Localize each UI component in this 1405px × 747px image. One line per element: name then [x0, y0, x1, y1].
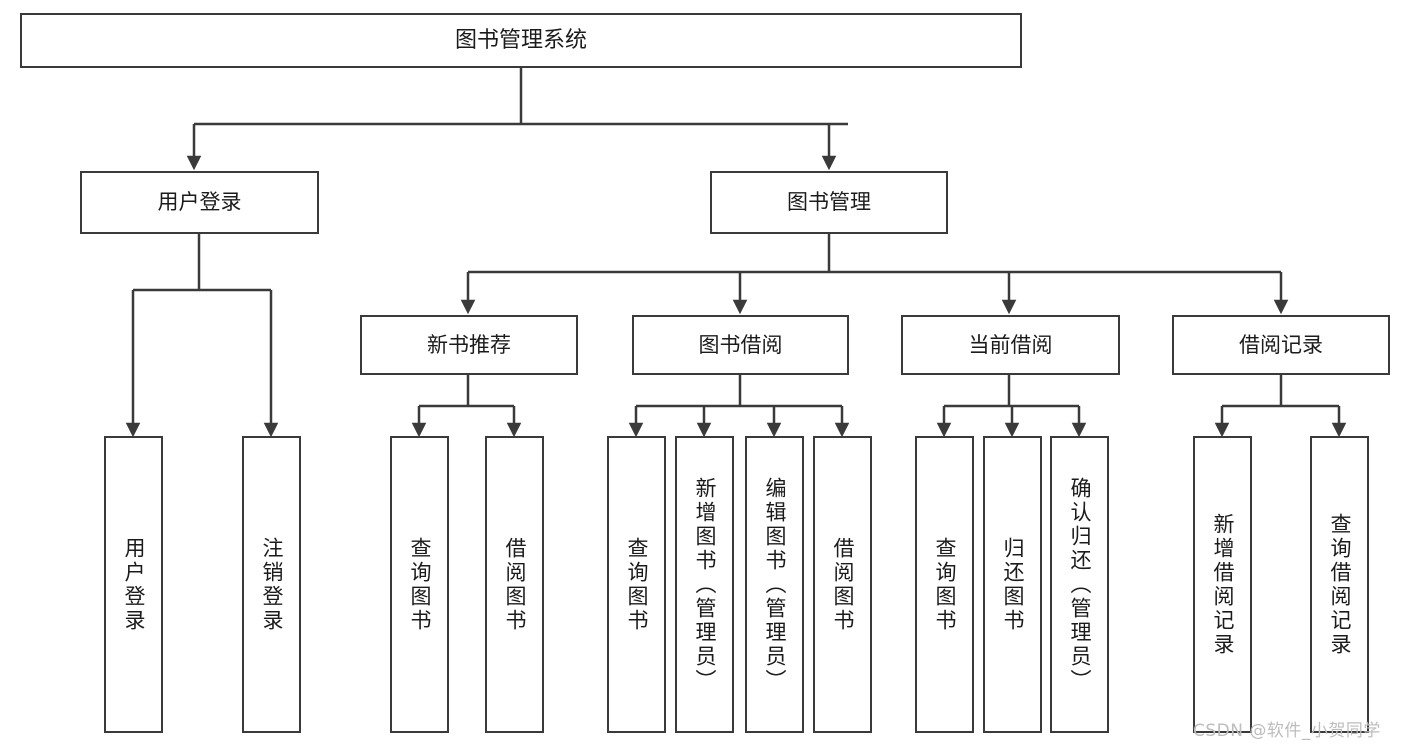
leaf-return-book[interactable]: 归还图书	[983, 436, 1042, 733]
leaf-borrow-book-recommend[interactable]: 借阅图书	[485, 436, 544, 733]
node-new-book-recommend[interactable]: 新书推荐	[360, 315, 578, 375]
node-label: 借阅图书	[503, 536, 527, 633]
leaf-query-book-recommend[interactable]: 查询图书	[390, 436, 449, 733]
watermark: CSDN @软件_小贺同学	[1193, 721, 1381, 741]
node-label: 查询借阅记录	[1328, 512, 1352, 657]
node-book-management[interactable]: 图书管理	[710, 171, 948, 234]
node-label: 确认归还（管理员）	[1068, 476, 1092, 693]
leaf-user-login[interactable]: 用户登录	[104, 436, 163, 733]
leaf-borrow-book[interactable]: 借阅图书	[813, 436, 872, 733]
node-label: 查询图书	[625, 536, 649, 633]
node-label: 图书借阅	[698, 332, 783, 357]
node-user-login[interactable]: 用户登录	[80, 171, 319, 234]
node-label: 编辑图书（管理员）	[763, 476, 787, 693]
node-label: 借阅图书	[831, 536, 855, 633]
leaf-query-book[interactable]: 查询图书	[607, 436, 666, 733]
node-label: 新增图书（管理员）	[693, 476, 717, 693]
leaf-user-logout[interactable]: 注销登录	[242, 436, 301, 733]
node-label: 当前借阅	[968, 332, 1053, 357]
node-label: 新书推荐	[427, 332, 511, 357]
node-label: 新增借阅记录	[1211, 512, 1235, 657]
node-label: 借阅记录	[1239, 332, 1323, 357]
leaf-edit-book-admin[interactable]: 编辑图书（管理员）	[745, 436, 804, 733]
node-label: 注销登录	[260, 536, 284, 633]
node-book-borrow[interactable]: 图书借阅	[632, 315, 849, 375]
node-label: 归还图书	[1001, 536, 1025, 633]
node-label: 图书管理	[787, 190, 871, 215]
node-current-borrow[interactable]: 当前借阅	[901, 315, 1120, 375]
node-label: 用户登录	[157, 190, 242, 215]
node-borrow-record[interactable]: 借阅记录	[1172, 315, 1390, 375]
leaf-add-book-admin[interactable]: 新增图书（管理员）	[675, 436, 734, 733]
node-root-system[interactable]: 图书管理系统	[20, 13, 1022, 68]
node-label: 图书管理系统	[454, 27, 587, 53]
leaf-add-borrow-record[interactable]: 新增借阅记录	[1193, 436, 1252, 733]
node-label: 查询图书	[933, 536, 957, 633]
leaf-query-book-current[interactable]: 查询图书	[915, 436, 974, 733]
node-label: 查询图书	[408, 536, 432, 633]
leaf-query-borrow-record[interactable]: 查询借阅记录	[1310, 436, 1369, 733]
leaf-confirm-return-admin[interactable]: 确认归还（管理员）	[1050, 436, 1109, 733]
node-label: 用户登录	[122, 536, 146, 633]
